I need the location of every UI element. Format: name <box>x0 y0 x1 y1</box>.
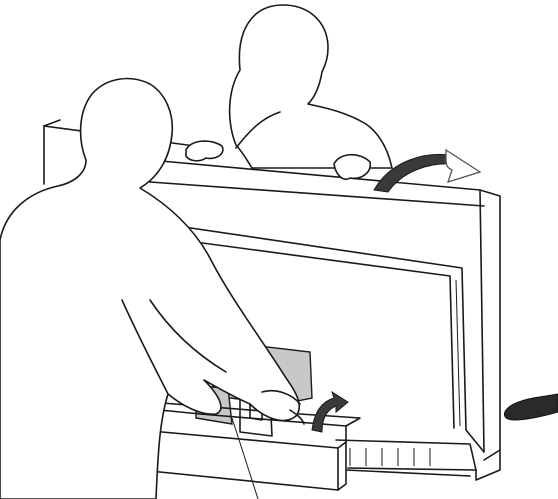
remote-control <box>504 394 558 420</box>
back-person-silhouette <box>230 5 392 168</box>
callout-leader-line <box>232 418 258 499</box>
